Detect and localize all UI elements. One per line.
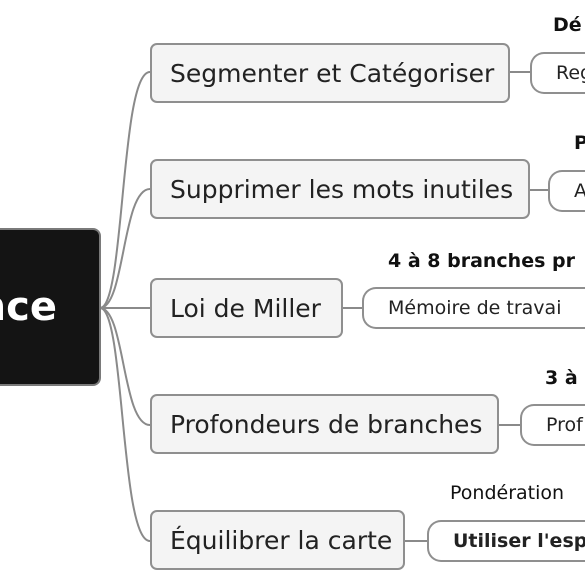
branch-label: Segmenter et Catégoriser <box>170 58 495 88</box>
detail-box-label: Utiliser l'esp <box>453 530 585 552</box>
branch-supprimer[interactable]: Supprimer les mots inutiles <box>150 159 530 219</box>
detail-label: 3 à <box>545 367 578 389</box>
root-label: nce <box>0 284 57 330</box>
branch-label: Supprimer les mots inutiles <box>170 174 514 204</box>
branch-label: Loi de Miller <box>170 293 321 323</box>
detail-box-label: Prof <box>546 414 583 436</box>
root-node[interactable]: nce <box>0 228 101 386</box>
branch-loi-miller[interactable]: Loi de Miller <box>150 278 343 338</box>
detail-box-label: Mémoire de travai <box>388 297 562 319</box>
branch-label: Équilibrer la carte <box>170 525 393 555</box>
branch-label: Profondeurs de branches <box>170 409 483 439</box>
branch-profondeurs[interactable]: Profondeurs de branches <box>150 394 499 454</box>
detail-box-label: A <box>574 180 585 202</box>
branch-segmenter[interactable]: Segmenter et Catégoriser <box>150 43 510 103</box>
detail-label: P <box>574 132 585 154</box>
detail-box[interactable]: Prof <box>520 404 585 446</box>
detail-box[interactable]: Utiliser l'esp <box>427 520 585 562</box>
detail-box[interactable]: Reg <box>530 52 585 94</box>
detail-box[interactable]: A <box>548 170 585 212</box>
detail-box[interactable]: Mémoire de travai <box>362 287 585 329</box>
detail-label: 4 à 8 branches pr <box>388 250 575 272</box>
detail-box-label: Reg <box>556 62 585 84</box>
detail-label: Pondération <box>450 482 565 504</box>
branch-equilibrer[interactable]: Équilibrer la carte <box>150 510 405 570</box>
detail-label: Dé <box>553 14 582 36</box>
